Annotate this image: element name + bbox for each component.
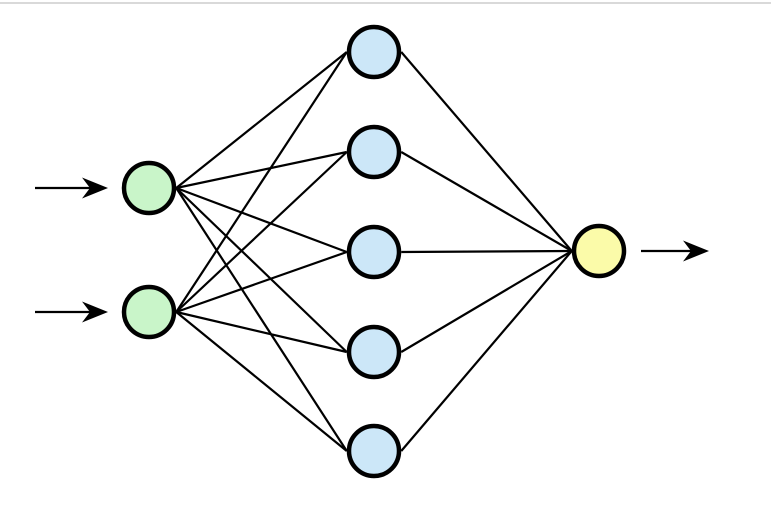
edge-i1-h3 — [175, 186, 348, 254]
edge-i1-h2 — [176, 150, 347, 190]
edge-i2-h5 — [175, 311, 348, 452]
edge-h3-o1 — [401, 249, 572, 254]
edge-i2-h2 — [175, 151, 348, 313]
input-node-1 — [121, 160, 177, 216]
edge-h5-o1 — [400, 250, 573, 452]
hidden-node-1 — [346, 24, 402, 80]
hidden-node-2 — [346, 124, 402, 180]
edge-i1-h4 — [175, 187, 348, 353]
output-arrow-1-head — [683, 240, 709, 262]
input-arrow-2-head — [82, 301, 108, 323]
output-node-1 — [571, 223, 627, 279]
edge-h1-o1 — [400, 51, 573, 252]
input-arrow-1-head — [82, 177, 108, 199]
edge-i1-h1 — [175, 51, 348, 189]
edge-i2-h1 — [175, 51, 348, 313]
hidden-node-4 — [346, 324, 402, 380]
hidden-node-3 — [346, 224, 402, 280]
edge-i2-h4 — [175, 310, 348, 354]
edge-h2-o1 — [400, 151, 573, 252]
edge-h4-o1 — [400, 250, 573, 353]
hidden-node-5 — [346, 423, 402, 479]
edge-i1-h5 — [175, 187, 348, 452]
input-node-2 — [121, 284, 177, 340]
top-divider-line — [0, 2, 771, 4]
edge-i2-h3 — [175, 250, 348, 314]
